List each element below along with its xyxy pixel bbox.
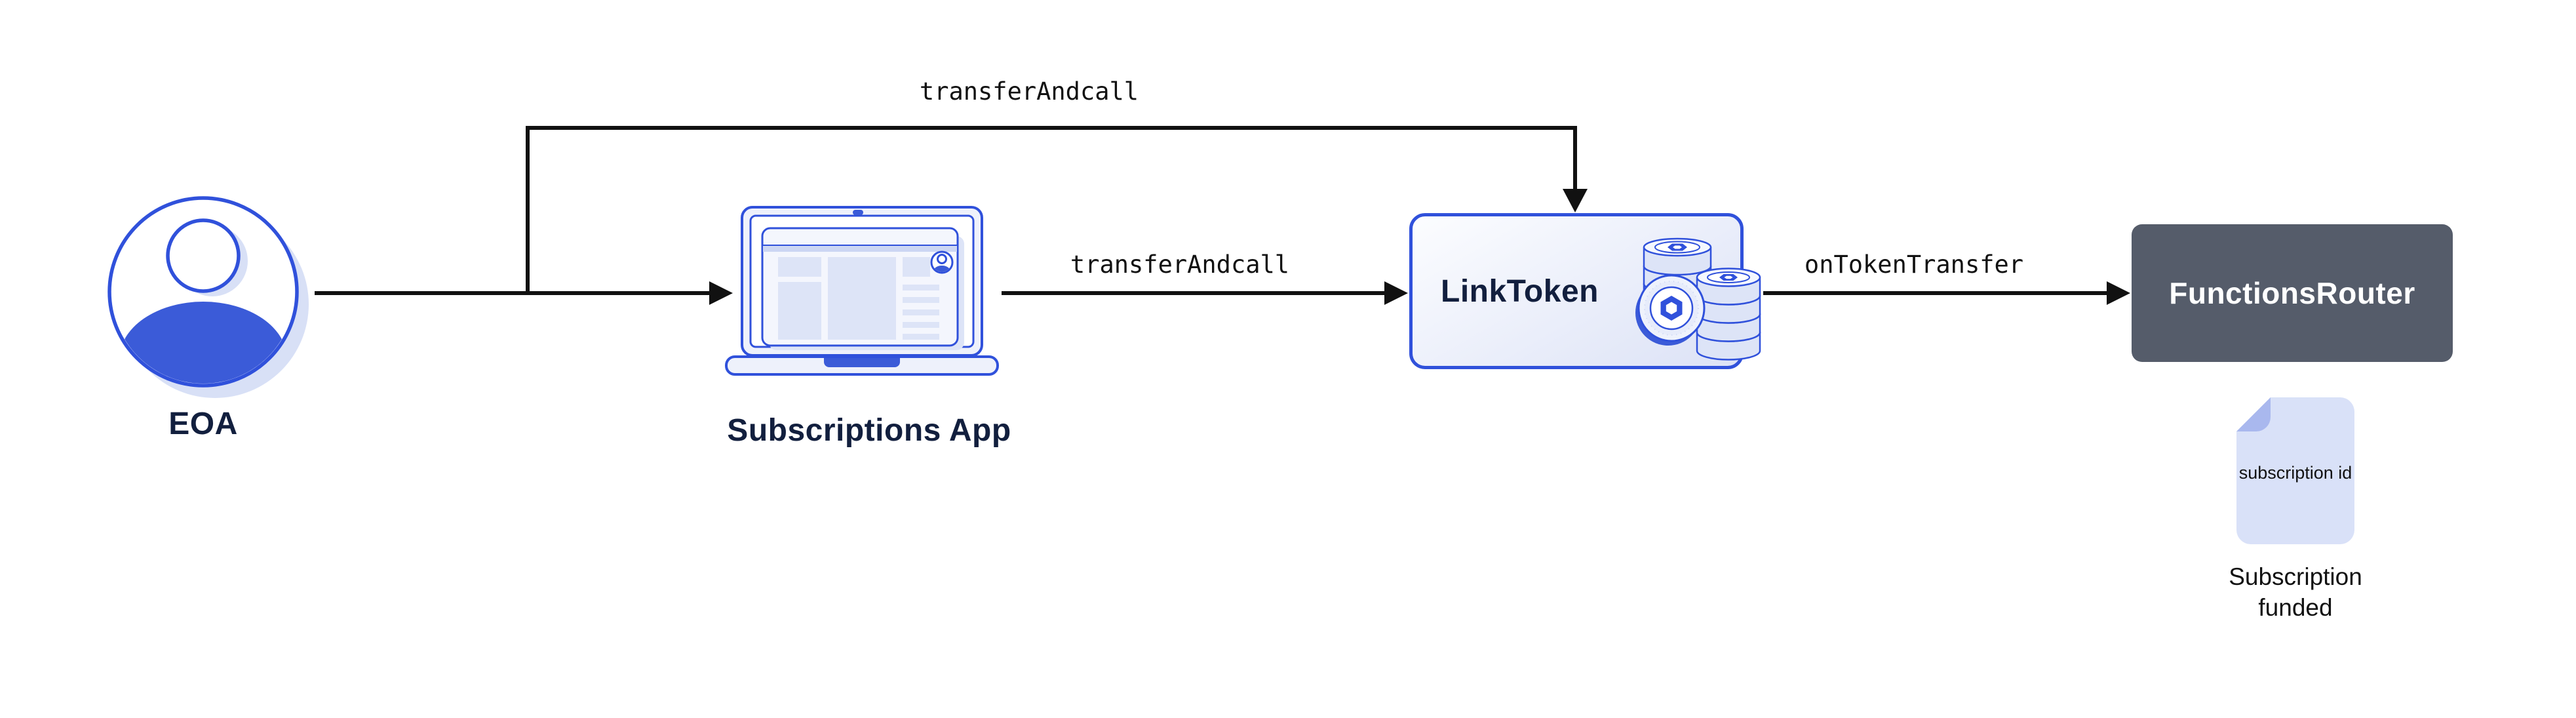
subscriptions-app-label: Subscriptions App [727,413,1011,448]
edge-label-transferandcall-mid: transferAndcall [1070,250,1290,279]
subscription-funded-caption: Subscription funded [2229,563,2362,621]
functions-router-label: FunctionsRouter [2169,276,2415,310]
folded-corner-icon [2236,397,2271,431]
arrow-line [1002,291,1384,295]
functions-router-box: FunctionsRouter [2132,224,2453,362]
camera-icon [853,210,863,215]
arrow-line [526,126,1577,130]
document-icon [2236,397,2354,544]
arrow-line [1763,291,2107,295]
arrow-line [315,291,709,295]
chainlink-hexagon-icon [1660,296,1683,321]
arrow-head-icon [1384,281,1408,305]
user-icon [107,196,309,398]
arrow-head-icon [2107,281,2130,305]
coins-icon [1635,237,1761,361]
subscription-id-text: subscription id [2238,463,2352,483]
edge-label-transferandcall-top: transferAndcall [919,77,1139,106]
arrow-line [1573,126,1577,189]
arrow-head-icon [1563,189,1588,212]
linktoken-label: LinkToken [1441,273,1599,309]
laptop-icon [725,206,999,376]
edge-label-ontokentransfer: onTokenTransfer [1804,250,2024,279]
eoa-label: EOA [168,407,238,441]
avatar-icon [930,250,954,274]
arrow-head-icon [709,281,733,305]
arrow-line [526,126,530,295]
